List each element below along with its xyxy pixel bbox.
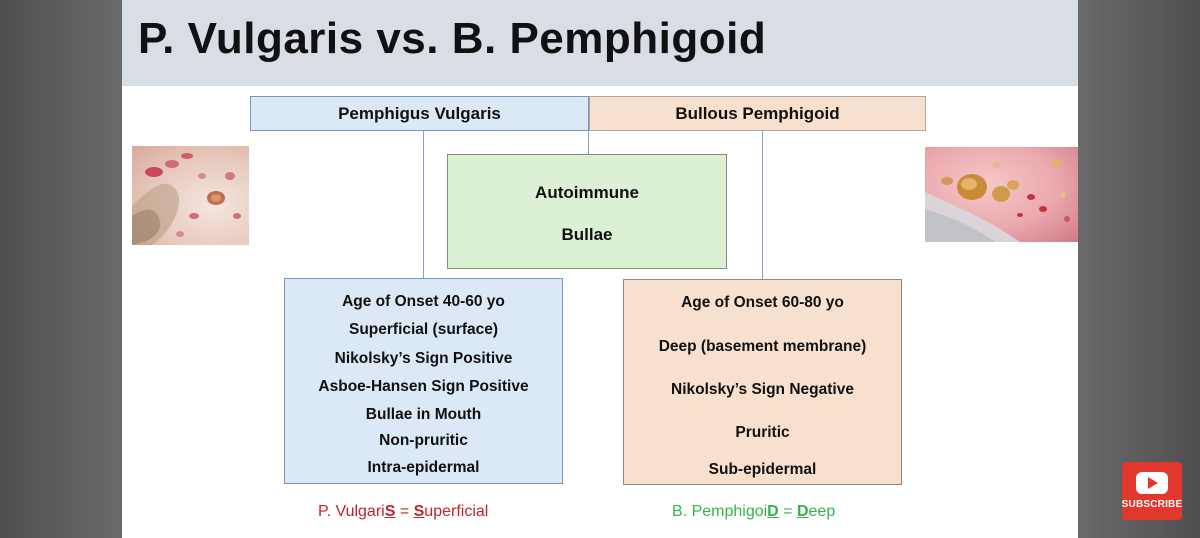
mnemonic-text: uperficial (424, 503, 489, 520)
bp-feature: Deep (basement membrane) (658, 338, 867, 355)
pv-feature: Non-pruritic (379, 432, 468, 449)
pv-feature: Intra-epidermal (367, 459, 480, 476)
shared-feature: Bullae (561, 225, 613, 244)
bullous-pemphigoid-photo (925, 147, 1078, 242)
pv-feature: Age of Onset 40-60 yo (342, 293, 505, 310)
connector-pv (423, 131, 424, 278)
bp-feature: Pruritic (735, 424, 790, 441)
bp-features-box: Age of Onset 60-80 yo Deep (basement mem… (623, 279, 902, 485)
mnemonic-text: eep (808, 503, 836, 520)
pv-feature: Bullae in Mouth (365, 406, 482, 423)
pv-feature: Asboe-Hansen Sign Positive (318, 378, 529, 395)
mnemonic-key-letter: S (384, 503, 396, 520)
mnemonic-pemphigus-vulgaris: P. VulgariS = Superficial (318, 503, 488, 521)
mnemonic-text: B. Pemphigoi (672, 503, 768, 520)
mnemonic-text: P. Vulgari (318, 503, 385, 520)
left-letterbox (0, 0, 122, 538)
header-pemphigus-vulgaris: Pemphigus Vulgaris (250, 96, 589, 131)
subscribe-button[interactable]: SUBSCRIBE (1122, 462, 1182, 520)
mnemonic-text: = (778, 503, 797, 520)
bp-feature: Sub-epidermal (708, 461, 817, 478)
pv-features-box: Age of Onset 40-60 yo Superficial (surfa… (284, 278, 563, 484)
title-bar: P. Vulgaris vs. B. Pemphigoid (122, 0, 1078, 86)
mnemonic-key-letter: S (413, 503, 425, 520)
pemphigus-vulgaris-photo (132, 146, 249, 245)
connector-center (588, 131, 589, 154)
slide: P. Vulgaris vs. B. Pemphigoid Pemphigus … (122, 0, 1078, 538)
mnemonic-key-letter: D (767, 503, 779, 520)
right-letterbox (1078, 0, 1200, 538)
connector-bp (762, 131, 763, 279)
mnemonic-key-letter: D (796, 503, 809, 520)
subscribe-label: SUBSCRIBE (1121, 499, 1183, 510)
mnemonic-bullous-pemphigoid: B. PemphigoiD = Deep (672, 503, 835, 521)
bp-feature: Nikolsky’s Sign Negative (671, 381, 854, 398)
pv-feature: Nikolsky’s Sign Positive (334, 350, 513, 367)
header-bullous-pemphigoid: Bullous Pemphigoid (589, 96, 926, 131)
mnemonic-text: = (395, 503, 414, 520)
youtube-play-icon (1136, 472, 1168, 494)
bp-feature: Age of Onset 60-80 yo (681, 294, 844, 311)
shared-features-box: Autoimmune Bullae (447, 154, 727, 269)
slide-title: P. Vulgaris vs. B. Pemphigoid (138, 14, 767, 63)
shared-feature: Autoimmune (535, 183, 639, 202)
pv-feature: Superficial (surface) (348, 321, 499, 338)
